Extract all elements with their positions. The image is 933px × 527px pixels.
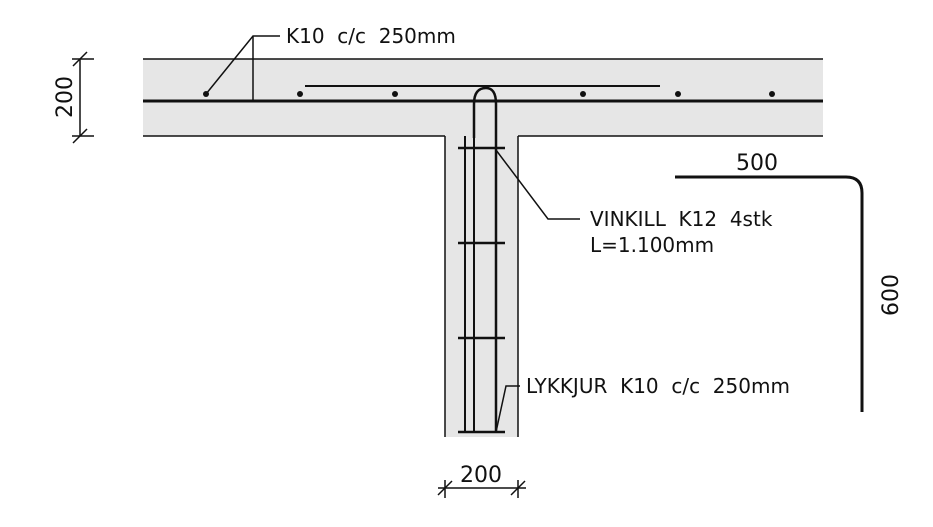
dimension-slash bbox=[437, 480, 453, 496]
wall-thickness-value: 200 bbox=[460, 463, 502, 488]
corner-bar-label: VINKILL K12 4stk bbox=[590, 207, 773, 231]
slab-rebar-label: K10 c/c 250mm bbox=[286, 24, 456, 48]
slab-thickness-value: 200 bbox=[53, 76, 78, 118]
concrete-wall bbox=[445, 135, 518, 437]
stirrups-leader bbox=[495, 385, 520, 433]
slab-bar-dot bbox=[769, 91, 775, 97]
corner-bar-leader bbox=[495, 149, 580, 220]
dimension-slash bbox=[72, 128, 88, 144]
slab-thickness-dimension: 200 bbox=[53, 51, 94, 144]
corner-bar-length-label: L=1.100mm bbox=[590, 233, 714, 257]
stirrups-label: LYKKJUR K10 c/c 250mm bbox=[526, 374, 790, 398]
slab-bar-dot bbox=[675, 91, 681, 97]
bent-bar-horizontal-length: 500 bbox=[736, 151, 778, 176]
bent-bar-vertical-length: 600 bbox=[879, 274, 904, 316]
wall-thickness-dimension: 200 bbox=[437, 463, 526, 498]
slab-bar-dot bbox=[392, 91, 398, 97]
slab-bar-dot bbox=[297, 91, 303, 97]
dimension-slash bbox=[72, 51, 88, 67]
slab-bar-dot bbox=[580, 91, 586, 97]
stirrups bbox=[458, 146, 505, 434]
slab-bar-dots bbox=[203, 91, 775, 97]
dimension-slash bbox=[510, 480, 526, 496]
bent-bar-shape bbox=[675, 175, 864, 412]
corner-bar-hook bbox=[472, 86, 498, 433]
concrete-slab bbox=[143, 59, 823, 136]
